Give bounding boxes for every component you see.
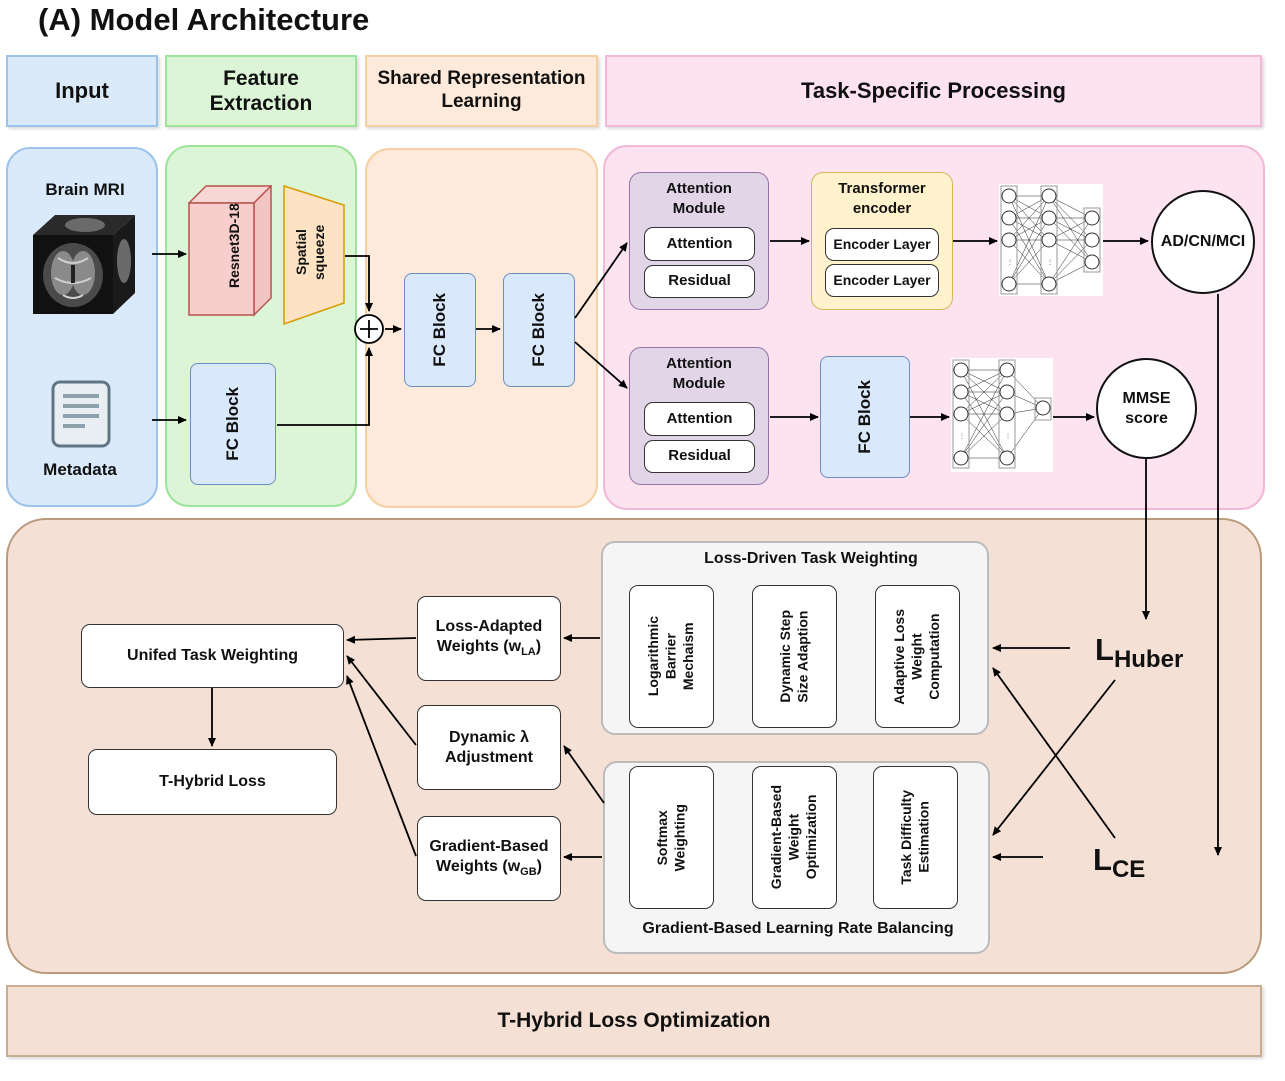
gradient-based-title: Gradient-Based Learning Rate Balancing — [642, 920, 954, 937]
resnet-block — [188, 185, 272, 317]
metadata-label: Metadata — [43, 460, 117, 479]
loss-adapted-weights: Loss-Adapted Weights (wLA) — [417, 596, 561, 681]
gb-item-task-difficulty: Task Difficulty Estimation — [873, 766, 958, 909]
svg-text:⋮: ⋮ — [1007, 260, 1013, 266]
spatial-squeeze-block — [283, 185, 345, 325]
l-ce-label: LCE — [1093, 842, 1146, 884]
neural-network-icon-2: ⋮⋮ — [951, 358, 1053, 472]
header-task-specific: Task-Specific Processing — [605, 55, 1262, 127]
metadata-document-icon — [51, 380, 111, 448]
svg-text:⋮: ⋮ — [1005, 434, 1011, 440]
diagram-title: (A) Model Architecture — [38, 2, 370, 37]
l-huber-label: LHuber — [1095, 632, 1184, 674]
gb-item-softmax: Softmax Weighting — [629, 766, 714, 909]
loss-driven-title: Loss-Driven Task Weighting — [704, 550, 918, 567]
header-input: Input — [6, 55, 158, 127]
svg-text:⋮: ⋮ — [1047, 260, 1053, 266]
svg-text:⋮: ⋮ — [959, 434, 965, 440]
residual-2: Residual — [644, 440, 755, 473]
task-fc-block: FC Block — [820, 356, 910, 478]
attention-module-1-title: Attention Module — [666, 180, 732, 217]
ld-item-dynamic-step: Dynamic Step Size Adaption — [752, 585, 837, 728]
attention-2: Attention — [644, 402, 755, 436]
brain-mri-cube-icon — [33, 215, 135, 314]
footer-thybrid-optimization: T-Hybrid Loss Optimization — [6, 985, 1262, 1057]
encoder-layer-1: Encoder Layer — [825, 228, 939, 261]
shared-fc-block-1: FC Block — [404, 273, 476, 387]
shared-fc-block-2: FC Block — [503, 273, 575, 387]
gb-item-gradient-opt: Gradient-Based Weight Optimization — [752, 766, 837, 909]
gradient-based-weights-label: Gradient-Based Weights (wGB) — [429, 838, 549, 879]
dynamic-lambda-adjustment: Dynamic λ Adjustment — [417, 705, 561, 790]
residual-1: Residual — [644, 265, 755, 298]
t-hybrid-loss: T-Hybrid Loss — [88, 749, 337, 815]
encoder-layer-2: Encoder Layer — [825, 264, 939, 297]
unified-task-weighting: Unifed Task Weighting — [81, 624, 344, 688]
header-feature-extraction: Feature Extraction — [165, 55, 357, 127]
attention-1: Attention — [644, 227, 755, 261]
feature-fc-block: FC Block — [190, 363, 276, 485]
ld-item-adaptive-loss: Adaptive Loss Weight Computation — [875, 585, 960, 728]
gradient-based-weights: Gradient-Based Weights (wGB) — [417, 816, 561, 901]
sum-node-icon — [354, 314, 384, 344]
header-shared-representation: Shared Representation Learning — [365, 55, 598, 127]
brain-mri-label: Brain MRI — [45, 180, 125, 199]
output-mmse-score: MMSE score — [1096, 358, 1197, 459]
attention-module-2-title: Attention Module — [666, 355, 732, 392]
transformer-encoder-title: Transformer encoder — [838, 180, 926, 217]
neural-network-icon-1: ⋮⋮ — [999, 184, 1103, 296]
loss-adapted-weights-label: Loss-Adapted Weights (wLA) — [435, 618, 543, 659]
output-ad-cn-mci: AD/CN/MCI — [1151, 190, 1255, 294]
ld-item-logarithmic: Logarithmic Barrier Mechaism — [629, 585, 714, 728]
